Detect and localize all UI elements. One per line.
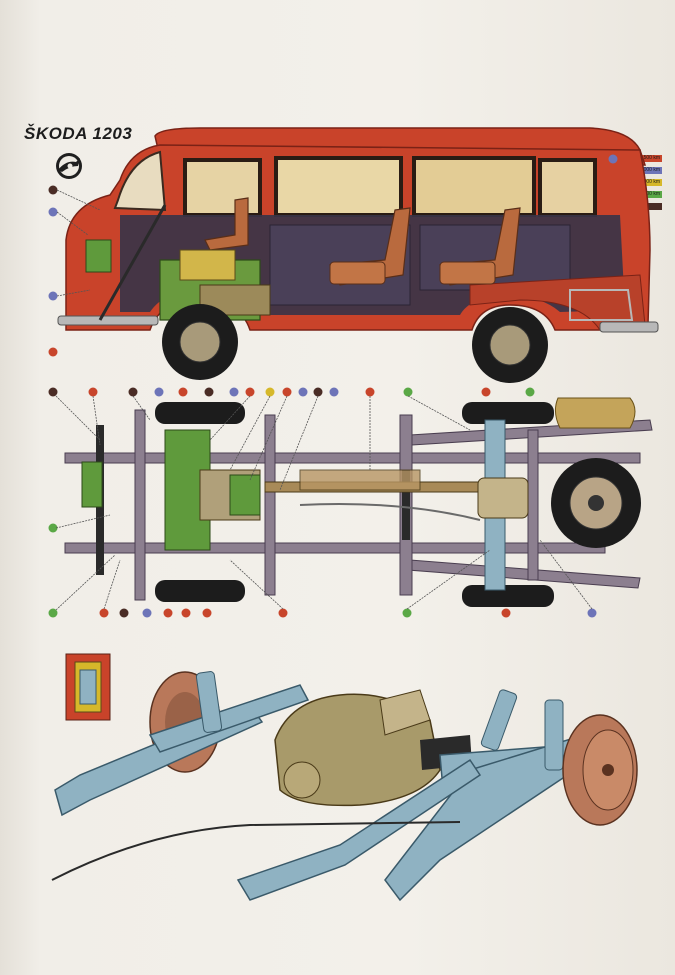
van-cutaway — [57, 127, 659, 383]
van-callouts — [48, 154, 618, 357]
chassis-callouts — [48, 387, 597, 618]
legend-label-1: 2.500 km — [639, 155, 660, 161]
legend-label-2: 5.000 km — [639, 167, 660, 173]
legend-label-3: 10.000 km — [636, 179, 660, 185]
page-title: ŠKODA 1203 — [24, 124, 133, 143]
chassis-top-view — [64, 397, 653, 607]
rear-axle-assembly — [51, 653, 638, 902]
legend-label-4: 20.000 km — [636, 191, 660, 197]
legend-item-2: 5.000 km — [628, 167, 662, 174]
legend-item-1: 2.500 km — [628, 155, 662, 162]
skoda-logo-icon — [56, 153, 82, 179]
